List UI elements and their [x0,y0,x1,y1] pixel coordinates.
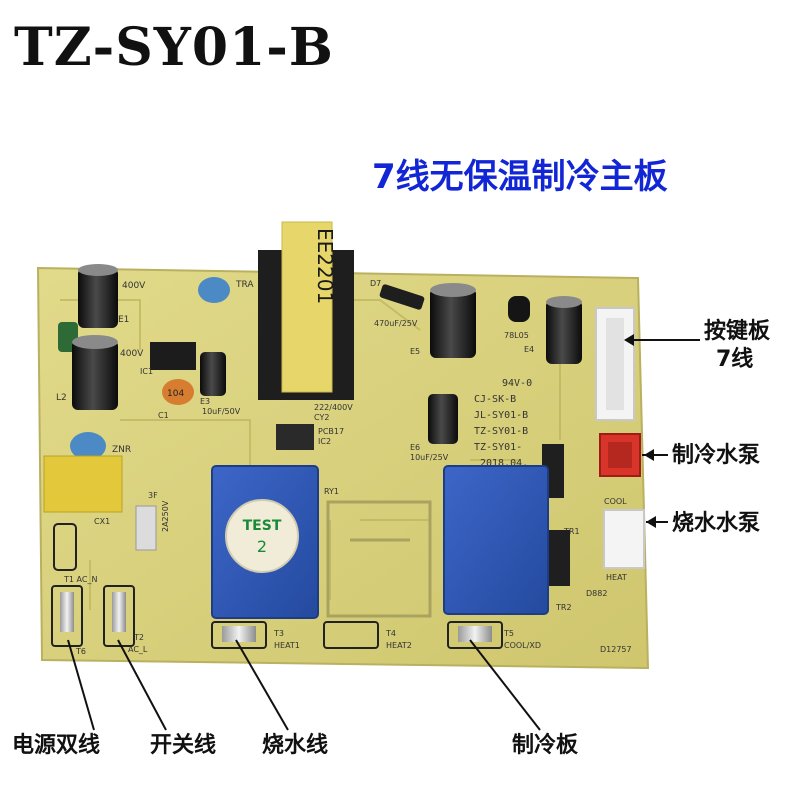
heat1-label: HEAT1 [274,641,300,650]
relay-cool [443,465,549,615]
model-line-2: JL-SY01-B [474,410,528,421]
tr2-label: TR2 [555,603,572,612]
model-title: TZ-SY01-B [14,17,334,78]
t5-label: T5 [503,629,514,638]
c1-label: C1 [158,411,169,420]
model-line-4: TZ-SY01- [474,442,522,453]
e4-label: E4 [524,345,534,354]
cy2-value-label: 222/400V [314,403,353,412]
e3-label: E3 [200,397,210,406]
silkscreen-models: 94V-0 CJ-SK-B JL-SY01-B TZ-SY01-B TZ-SY0… [474,378,532,469]
znr-label: ZNR [112,445,131,455]
callout-heat-pump: 烧水水泵 [672,511,761,536]
rating-label: 94V-0 [502,378,532,389]
transformer: EE2201 [258,221,354,400]
cy2-label: CY2 [314,413,329,422]
callout-power: 电源双线 [12,733,101,758]
capacitor-e6: 10uF/25V E6 [410,394,458,462]
capacitor-e4: E4 [524,296,582,364]
test-sticker-number: 2 [257,537,267,556]
ic1-label: IC1 [140,367,153,376]
cap-e2-label: 400V [120,349,144,359]
callout-switch: 开关线 [150,733,217,758]
date-label: 2018.04. [480,458,528,469]
cap-104-label: 104 [167,389,184,399]
callout-lines [67,339,700,731]
pcb17-label: PCB17 [318,427,344,436]
terminal-t6: T6 [51,585,86,656]
ic2-label: IC2 [318,437,331,446]
terminal-t1: T1 AC_N [53,523,97,584]
cx1-label: CX1 [94,517,110,526]
t3-label: T3 [273,629,284,638]
terminal-t3: T3 HEAT1 [211,621,300,650]
tr1-label: TR1 [563,527,580,536]
d882-label: D882 [586,589,607,598]
t1-label: T1 AC_N [63,575,97,584]
capacitor-e5: 470uF/25V E5 [374,283,476,358]
heat-label: HEAT [606,573,627,582]
e1-label: E1 [118,315,129,325]
e6-label: E6 [410,443,420,452]
ic1-chip: IC1 [140,342,196,376]
cap-e3-label: 10uF/50V [202,407,241,416]
transformer-label: EE2201 [313,228,337,304]
test-sticker-text: TEST [243,518,282,534]
trimmer: PCB17 IC2 [276,424,344,450]
cap-e5-label: 470uF/25V [374,319,418,328]
cap-e6-label: 10uF/25V [410,453,449,462]
heat-pump-connector: HEAT [603,509,645,582]
ceramic-cap-left [70,432,106,460]
t2b-label: AC_L [128,645,148,654]
center-jumper [326,500,432,618]
reg-label: 78L05 [504,331,529,340]
t6-label: T6 [75,647,86,656]
cool-label: COOL [604,497,627,506]
board-subtitle: 7线无保温制冷主板 [372,157,668,197]
fuse-f-label: 3F [148,491,158,500]
callout-arrows [624,334,656,528]
callout-keyboard-title: 按键板 [704,319,771,344]
cool-pump-connector: COOL [599,433,641,506]
e5-label: E5 [410,347,420,356]
heat2-label: HEAT2 [386,641,412,650]
ceramic-cap-top [198,277,230,303]
model-line-3: TZ-SY01-B [474,426,528,437]
ry1-label: RY1 [324,487,339,496]
terminal-t4: T4 HEAT2 [323,621,412,650]
relay-heat: TEST 2 [211,465,319,619]
fuse-rating-label: 2A250V [161,500,170,532]
capacitor-e2: 400V L2 [56,335,144,410]
transistor-tr2: TR2 D882 [548,530,607,612]
t4-label: T4 [385,629,396,638]
tra-label: TRA [235,280,254,290]
callout-cool-pump: 制冷水泵 [672,443,761,468]
terminal-t2: T2 AC_L [103,585,148,654]
serial-label: D12757 [600,645,632,654]
t2-label: T2 [133,633,144,642]
keyboard-connector [595,307,635,421]
callout-cool-board: 制冷板 [512,733,579,758]
cap-e1-label: 400V [122,281,146,291]
diode-d7: D7 [370,279,425,310]
x-capacitor: CX1 [43,455,123,526]
regulator-78l05: 78L05 [504,296,530,340]
capacitor-e3: 10uF/50V E3 [200,352,241,416]
callout-heat-line: 烧水线 [262,733,329,758]
fuse: 3F 2A250V [135,491,170,551]
callout-keyboard-lines: 7线 [716,346,754,372]
callout-keyboard: 按键板 7线 [704,318,770,373]
capacitor-e1: 400V E1 [78,264,146,328]
l2-label: L2 [56,393,67,403]
d7-label: D7 [370,279,381,288]
model-line-1: CJ-SK-B [474,394,516,405]
cap-104: 104 C1 [158,379,194,420]
cool-xd-label: COOL/XD [504,641,541,650]
